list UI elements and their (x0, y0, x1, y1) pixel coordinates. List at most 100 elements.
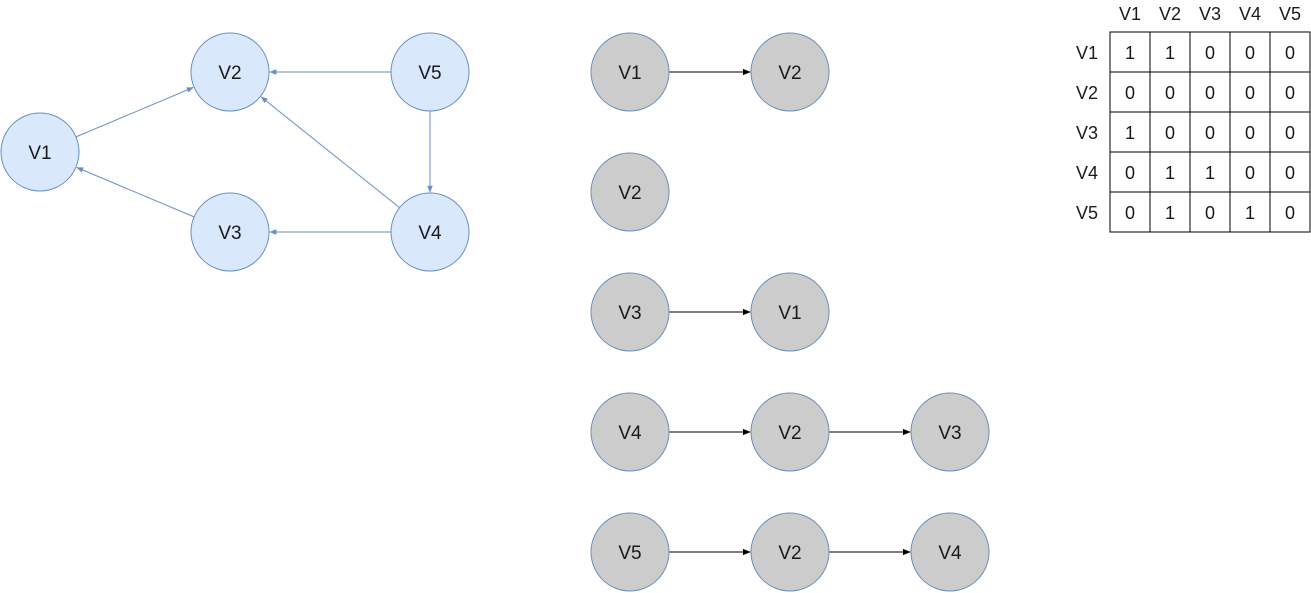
matrix-cell-value: 0 (1245, 163, 1255, 183)
matrix-cell-value: 0 (1165, 83, 1175, 103)
list-head-node: V4 (590, 392, 670, 472)
list-chain-node-label: V1 (778, 303, 801, 324)
list-head-node-circle (590, 32, 670, 112)
matrix-cell-value: 0 (1205, 83, 1215, 103)
matrix-cell (1109, 31, 1151, 73)
graph-node-v5-circle (390, 32, 470, 112)
list-chain-node-circle (750, 392, 830, 472)
matrix-row-header: V4 (1076, 163, 1098, 183)
matrix-cell (1229, 191, 1271, 233)
graph-node-v2-label: V2 (218, 63, 241, 84)
matrix-cell-value: 1 (1125, 43, 1135, 63)
matrix-cell-value: 0 (1205, 43, 1215, 63)
matrix-cell-value: 1 (1205, 163, 1215, 183)
matrix-cell-value: 0 (1245, 43, 1255, 63)
matrix-cell (1149, 71, 1191, 113)
adjacency-list-row: V1 V2 (590, 32, 830, 112)
matrix-col-header: V2 (1159, 4, 1181, 24)
list-head-node-label: V3 (618, 303, 641, 324)
matrix-cell-value: 1 (1245, 203, 1255, 223)
list-head-node-circle (590, 392, 670, 472)
matrix-cell-value: 0 (1125, 163, 1135, 183)
list-chain-node-label: V2 (778, 423, 801, 444)
matrix-cell (1269, 191, 1311, 233)
adjacency-list-row: V5 V2 V4 (590, 512, 990, 592)
list-chain-node: V2 (750, 32, 830, 112)
list-chain-node-circle (750, 272, 830, 352)
list-head-node: V2 (590, 152, 670, 232)
matrix-row-header: V5 (1076, 203, 1098, 223)
matrix-row-header: V2 (1076, 83, 1098, 103)
matrix-cell (1269, 111, 1311, 153)
matrix-cell (1189, 151, 1231, 193)
list-head-node: V1 (590, 32, 670, 112)
matrix-cell (1229, 71, 1271, 113)
matrix-cell (1149, 151, 1191, 193)
list-head-node: V3 (590, 272, 670, 352)
graph-node-v4-label: V4 (418, 223, 442, 244)
matrix-cell-value: 1 (1165, 203, 1175, 223)
matrix-cell (1189, 71, 1231, 113)
graph-node-v1: V1 (0, 112, 80, 192)
matrix-cell (1149, 191, 1191, 233)
graph-node-v2-circle (190, 32, 270, 112)
matrix-cell-value: 0 (1285, 43, 1295, 63)
list-chain-node-circle (910, 512, 990, 592)
graph-node-v5-label: V5 (418, 63, 441, 84)
graph-node-v3-circle (190, 192, 270, 272)
adjacency-list-row: V3 V1 (590, 272, 830, 352)
graph-node-v3-label: V3 (218, 223, 241, 244)
list-chain-node: V2 (750, 392, 830, 472)
list-chain-node-label: V3 (938, 423, 961, 444)
matrix-cell (1269, 31, 1311, 73)
adjacency-list-row: V2 (590, 152, 670, 232)
list-chain-node: V3 (910, 392, 990, 472)
list-chain-node-label: V4 (938, 543, 962, 564)
list-chain-node: V2 (750, 512, 830, 592)
matrix-cell-value: 0 (1285, 203, 1295, 223)
matrix-cell-value: 0 (1285, 163, 1295, 183)
matrix-cell (1189, 111, 1231, 153)
adjacency-list-row: V4 V2 V3 (590, 392, 990, 472)
matrix-cell-value: 0 (1205, 123, 1215, 143)
matrix-cell-value: 1 (1125, 123, 1135, 143)
list-head-node: V5 (590, 512, 670, 592)
list-head-node-label: V2 (618, 183, 641, 204)
matrix-cell (1109, 71, 1151, 113)
matrix-col-header: V1 (1119, 4, 1141, 24)
graph-edge-v3-to-v1 (76, 167, 195, 218)
list-chain-node-circle (910, 392, 990, 472)
graph-edge-v4-to-v2 (260, 96, 400, 209)
matrix-cell-value: 0 (1125, 83, 1135, 103)
list-head-node-label: V5 (618, 543, 641, 564)
matrix-row-header: V3 (1076, 123, 1098, 143)
graph-node-v1-label: V1 (28, 143, 51, 164)
matrix-cell-value: 0 (1165, 123, 1175, 143)
matrix-cell (1269, 71, 1311, 113)
list-chain-node-label: V2 (778, 63, 801, 84)
matrix-col-header: V4 (1239, 4, 1261, 24)
matrix-cell-value: 0 (1285, 123, 1295, 143)
matrix-cell-value: 0 (1125, 203, 1135, 223)
graph-node-v4: V4 (390, 192, 470, 272)
matrix-cell-value: 1 (1165, 163, 1175, 183)
matrix-cell (1109, 151, 1151, 193)
graph-node-v5: V5 (390, 32, 470, 112)
list-chain-node: V4 (910, 512, 990, 592)
matrix-cell-value: 0 (1245, 123, 1255, 143)
matrix-col-header: V5 (1279, 4, 1301, 24)
list-chain-node: V1 (750, 272, 830, 352)
matrix-cell (1229, 111, 1271, 153)
matrix-cell-value: 0 (1285, 83, 1295, 103)
list-head-node-label: V1 (618, 63, 641, 84)
list-head-node-circle (590, 272, 670, 352)
matrix-cell-value: 0 (1205, 203, 1215, 223)
graph-node-v1-circle (0, 112, 80, 192)
list-chain-node-label: V2 (778, 543, 801, 564)
list-head-node-circle (590, 512, 670, 592)
graph-node-v4-circle (390, 192, 470, 272)
